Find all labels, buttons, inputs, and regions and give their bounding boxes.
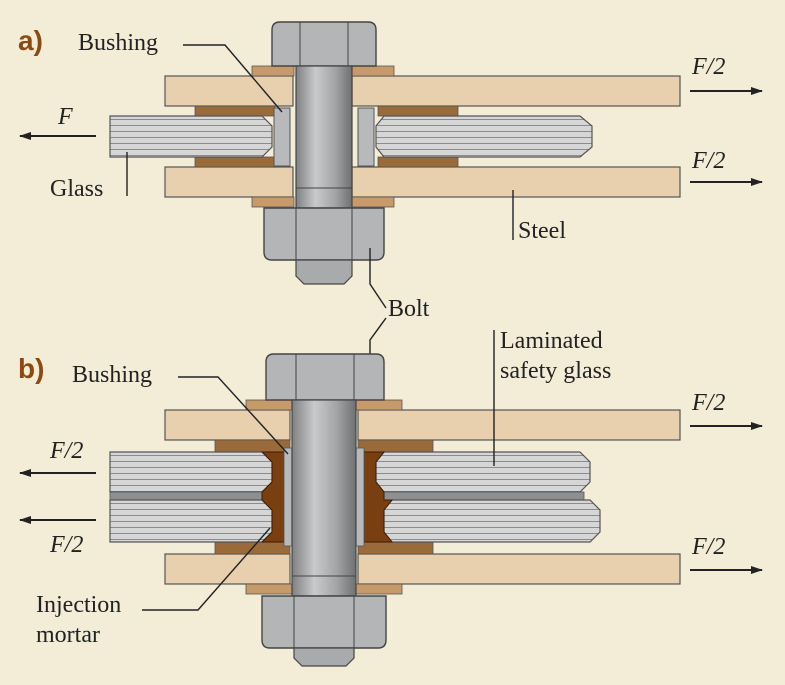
washer-bottom-right-b [355,583,403,595]
glass-pane-lower-left-b [109,499,273,543]
bushing-right-b [355,447,365,547]
washer-top-right-b [355,399,403,411]
nut-a [263,207,385,261]
bolt-end-a [295,259,353,285]
label-laminated-line2: safety glass [500,358,611,384]
washer-top-left [251,65,295,77]
steel-plate-bottom-right-b [357,553,681,585]
pad-upper-left-b [214,439,291,453]
bolt-shank-a [295,65,353,209]
interlayer-right-b [375,491,585,501]
label-glass-a: Glass [50,176,103,202]
bushing-left-b [283,447,293,547]
nut-b [261,595,387,649]
bolt-shank-b [291,399,357,597]
bolt-head-b [265,353,385,401]
glass-pane-right [375,115,593,158]
leader-mortar [142,527,271,611]
steel-plate-top-left [164,75,294,107]
washer-top-right [351,65,395,77]
glass-pane-left [109,115,273,158]
glass-pane-upper-left-b [109,451,273,493]
washer-bottom-left [251,196,295,208]
pad-upper-right-b [357,439,434,453]
leader-bolt-a [369,248,387,309]
bushing-left [273,107,291,167]
pad-lower-right [377,156,459,168]
steel-plate-bottom-right [351,166,681,198]
label-bushing-b: Bushing [72,362,152,388]
label-bushing-a: Bushing [78,30,158,56]
part-a: a) Bushing F Glass Steel F/2 F/2 [18,21,763,285]
leader-bushing-a [183,44,283,113]
bushing-right [357,107,375,167]
steel-plate-top-right-b [357,409,681,441]
washer-top-left-b [245,399,293,411]
steel-plate-bottom-left-b [164,553,291,585]
interlayer-left-b [109,491,271,501]
label-force-in-a: F [57,104,73,130]
part-a-tag-text: a) [18,25,43,56]
pad-lower-right-b [357,541,434,555]
label-force-bottom-a: F/2 [691,148,725,174]
pad-upper-left [194,105,276,117]
steel-plate-top-right [351,75,681,107]
bolt-label-group: Bolt [369,248,430,368]
label-steel-a: Steel [518,218,566,244]
part-b-tag: b) [18,353,44,384]
mortar-right-b [363,451,394,543]
leader-bushing-b [178,376,289,455]
glass-pane-upper-right-b [375,451,591,493]
label-laminated-line1: Laminated [500,328,603,354]
glass-pane-lower-right-b [383,499,601,543]
bolt-end-b [293,647,355,667]
label-bolt: Bolt [388,296,430,322]
pad-upper-right [377,105,459,117]
label-force-in-bottom-b: F/2 [49,532,83,558]
label-force-out-bottom-b: F/2 [691,534,725,560]
label-mortar-line2: mortar [36,622,100,648]
steel-plate-bottom-left [164,166,294,198]
washer-bottom-right [351,196,395,208]
part-b: b) Bushing Laminated safety glass F/2 F/… [18,328,763,667]
label-force-in-top-b: F/2 [49,438,83,464]
pad-lower-left [194,156,276,168]
label-mortar-line1: Injection [36,592,121,618]
washer-bottom-left-b [245,583,293,595]
label-force-out-top-b: F/2 [691,390,725,416]
bolt-head-a [271,21,377,67]
label-force-top-a: F/2 [691,54,725,80]
